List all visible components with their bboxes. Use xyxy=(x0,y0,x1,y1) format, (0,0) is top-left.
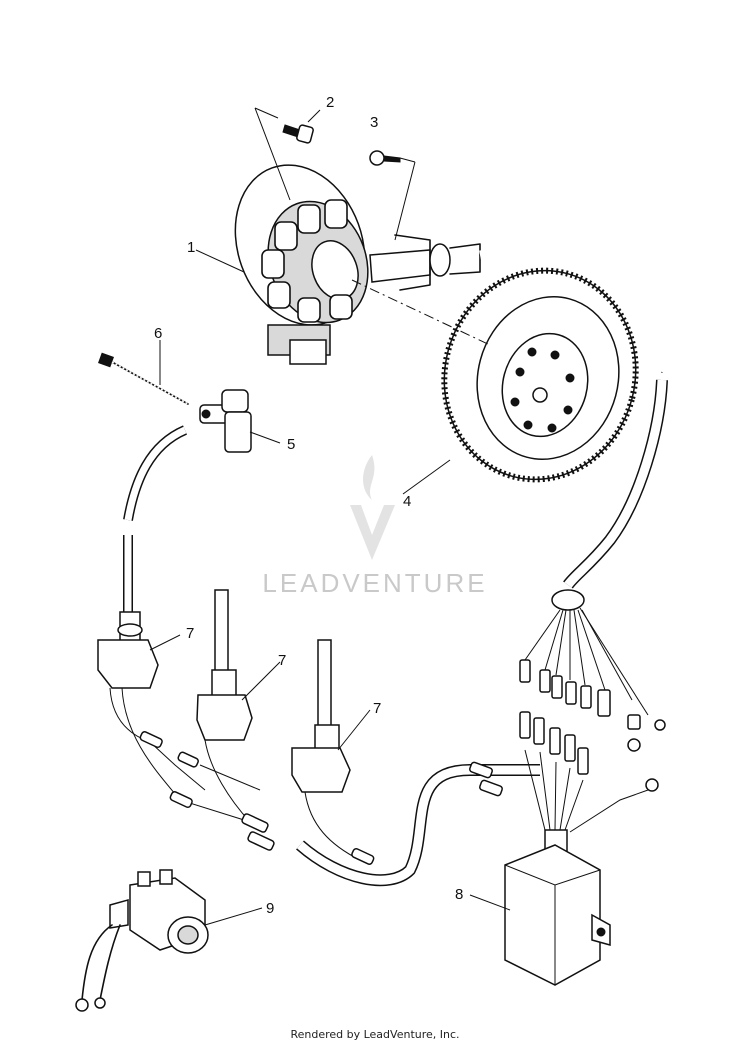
solenoid-icon xyxy=(75,869,209,1012)
callout-5: 5 xyxy=(287,436,295,453)
callout-3: 3 xyxy=(370,114,378,131)
callout-7-coil-1: 7 xyxy=(186,625,194,642)
stator-icon xyxy=(234,164,481,365)
leadventure-watermark: LEADVENTURE xyxy=(262,455,487,598)
callout-6: 6 xyxy=(154,325,162,342)
spark-plug-cap-icon xyxy=(199,389,252,453)
callout-7-coil-2: 7 xyxy=(278,652,286,669)
bolt-icon xyxy=(282,124,314,144)
watermark-text: LEADVENTURE xyxy=(262,568,487,598)
screw-icon xyxy=(369,150,401,166)
leader-lines xyxy=(149,249,511,926)
callout-labels: 1 2 3 4 5 6 7 7 7 8 9 xyxy=(154,94,463,917)
callout-2: 2 xyxy=(326,94,334,111)
cdi-box-icon xyxy=(504,829,611,986)
ignition-coil-icon xyxy=(97,589,351,793)
cable-tie-icon xyxy=(98,352,189,405)
callout-9: 9 xyxy=(266,900,274,917)
harness-connector-icon xyxy=(469,589,666,833)
callout-7-coil-3: 7 xyxy=(373,700,381,717)
flywheel-icon xyxy=(441,267,639,483)
footer-credit: Rendered by LeadVenture, Inc. xyxy=(290,1028,460,1041)
callout-1: 1 xyxy=(187,239,195,256)
callout-8: 8 xyxy=(455,886,463,903)
callout-4: 4 xyxy=(403,493,411,510)
